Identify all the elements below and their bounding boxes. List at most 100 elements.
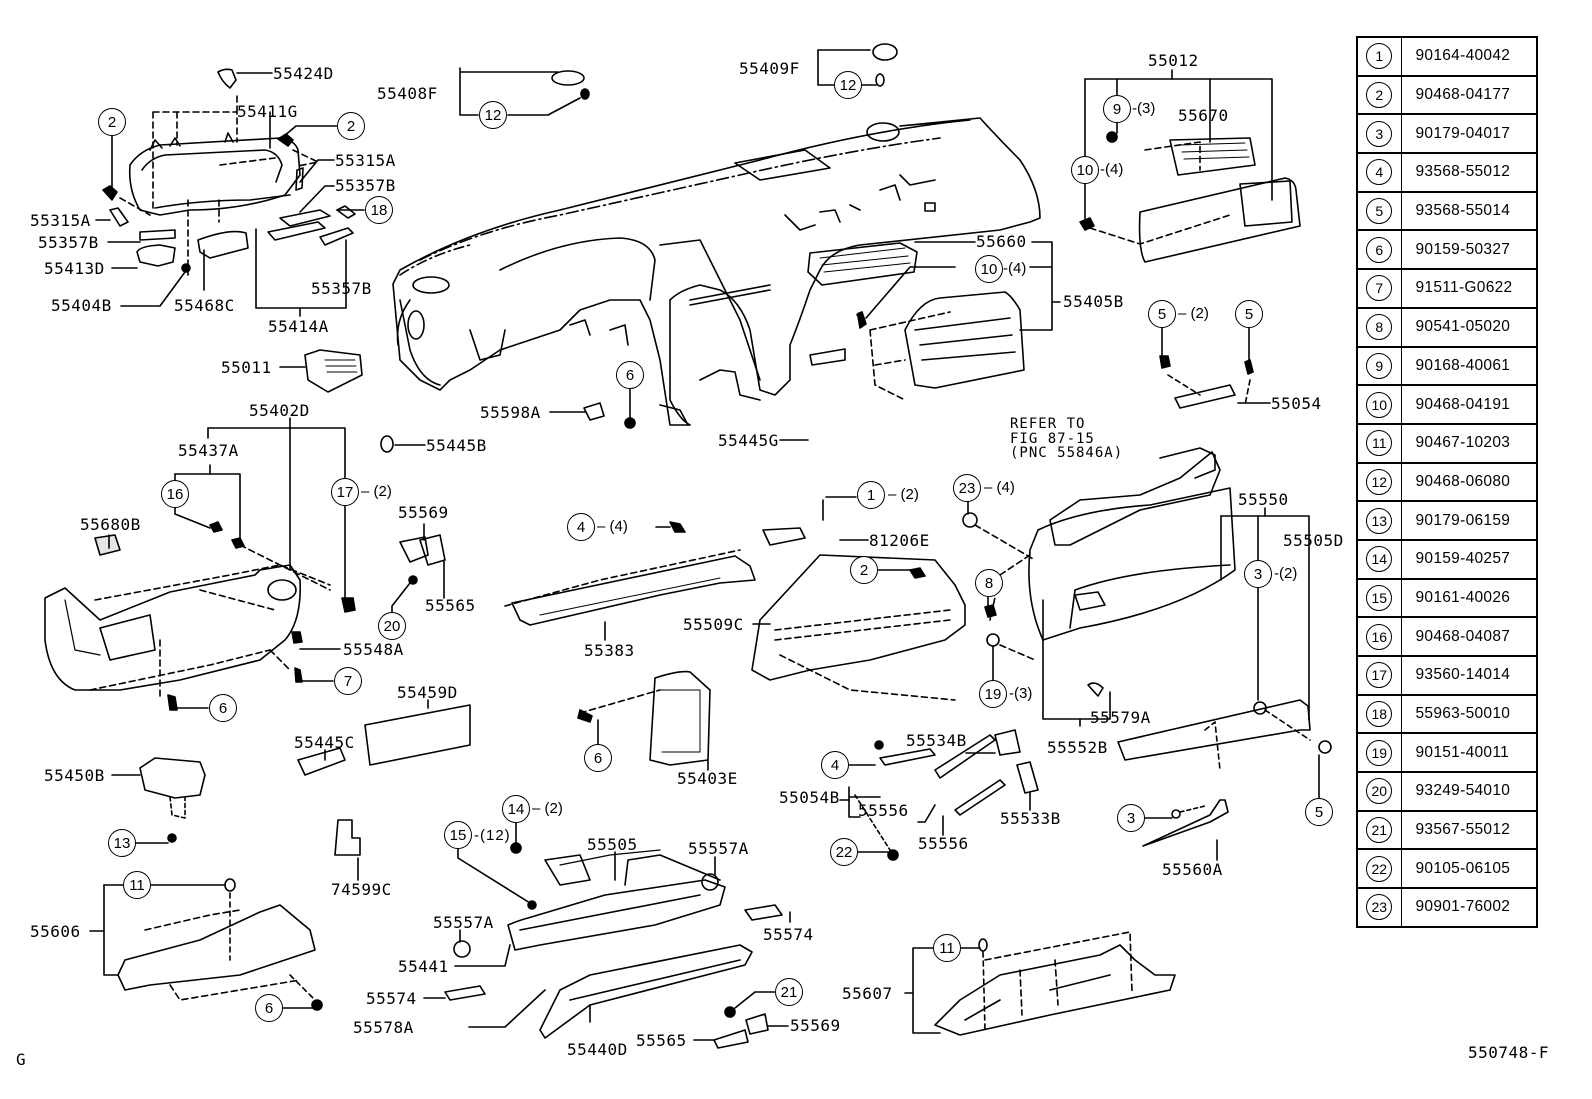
callout-circle[interactable]: 5 [1305,798,1333,826]
callout-circle[interactable]: 2 [98,108,126,136]
callout-circle[interactable]: 11 [933,934,961,962]
part-label[interactable]: 55505D [1283,531,1344,550]
part-label[interactable]: 55411G [237,102,298,121]
callout-circle[interactable]: 12 [834,71,862,99]
part-label[interactable]: 55414A [268,317,329,336]
part-label[interactable]: 55357B [311,279,372,298]
callout-circle[interactable]: 10 [1071,156,1099,184]
part-label[interactable]: 55574 [763,925,814,944]
part-label[interactable]: 55548A [343,640,404,659]
callout-circle[interactable]: 4 [567,513,595,541]
part-label[interactable]: 55557A [688,839,749,858]
part-label[interactable]: 55557A [433,913,494,932]
part-label[interactable]: 55441 [398,957,449,976]
part-label[interactable]: 55357B [38,233,99,252]
part-label[interactable]: 55459D [397,683,458,702]
part-label[interactable]: 55565 [636,1031,687,1050]
callout-circle[interactable]: 2 [337,112,365,140]
callout-circle[interactable]: 7 [334,667,362,695]
part-label[interactable]: 55437A [178,441,239,460]
part-label[interactable]: 55413D [44,259,105,278]
callout-circle[interactable]: 14 [502,795,530,823]
callout-circle[interactable]: 11 [123,871,151,899]
callout-circle[interactable]: 6 [255,994,283,1022]
part-label[interactable]: 55670 [1178,106,1229,125]
callout-circle[interactable]: 5 [1148,300,1176,328]
callout-circle[interactable]: 5 [1235,300,1263,328]
callout-circle[interactable]: 19 [979,680,1007,708]
part-label[interactable]: 55509C [683,615,744,634]
part-label[interactable]: 55578A [353,1018,414,1037]
part-label[interactable]: 55315A [335,151,396,170]
callout-circle[interactable]: 15 [444,821,472,849]
callout-circle[interactable]: 18 [365,196,393,224]
part-label[interactable]: 55560A [1162,860,1223,879]
callout-circle[interactable]: 6 [616,361,644,389]
part-label[interactable]: 55606 [30,922,81,941]
part-label[interactable]: 55680B [80,515,141,534]
part-label[interactable]: 55011 [221,358,272,377]
part-label[interactable]: 55598A [480,403,541,422]
callout-circle[interactable]: 8 [975,569,1003,597]
part-label[interactable]: 55054 [1271,394,1322,413]
part-label[interactable]: 74599C [331,880,392,899]
part-label[interactable]: 55440D [567,1040,628,1059]
part-label[interactable]: 55012 [1148,51,1199,70]
callout-circle[interactable]: 4 [821,751,849,779]
part-label[interactable]: 55534B [906,731,967,750]
callout-circle[interactable]: 6 [584,744,612,772]
part-label[interactable]: 55533B [1000,809,1061,828]
part-label[interactable]: 55569 [790,1016,841,1035]
callout-circle[interactable]: 2 [850,556,878,584]
part-label[interactable]: 55552B [1047,738,1108,757]
part-label[interactable]: 81206E [869,531,930,550]
part-label[interactable]: 55450B [44,766,105,785]
callout-circle[interactable]: 1 [857,481,885,509]
part-label[interactable]: 55054B [779,788,840,807]
callout-circle[interactable]: 12 [479,101,507,129]
part-label[interactable]: 55424D [273,64,334,83]
part-label[interactable]: 55468C [174,296,235,315]
callout-circle[interactable]: 23 [953,474,981,502]
part-label[interactable]: 55556 [918,834,969,853]
part-label[interactable]: 55405B [1063,292,1124,311]
callout-circle[interactable]: 9 [1103,95,1131,123]
part-label[interactable]: 55315A [30,211,91,230]
part-label[interactable]: 55445B [426,436,487,455]
part-label[interactable]: 55403E [677,769,738,788]
part-label[interactable]: 55408F [377,84,438,103]
part-label[interactable]: 55357B [335,176,396,195]
part-label[interactable]: 55404B [51,296,112,315]
part-label[interactable]: 55556 [858,801,909,820]
part-label[interactable]: 55505 [587,835,638,854]
part-label[interactable]: 55402D [249,401,310,420]
callout-circle[interactable]: 10 [975,255,1003,283]
part-label[interactable]: 55550 [1238,490,1289,509]
callout-circle[interactable]: 21 [775,978,803,1006]
callout-circle[interactable]: 13 [108,829,136,857]
part-label[interactable]: 55569 [398,503,449,522]
part-label[interactable]: 55383 [584,641,635,660]
part-label[interactable]: 55445G [718,431,779,450]
part-label[interactable]: 55579A [1090,708,1151,727]
